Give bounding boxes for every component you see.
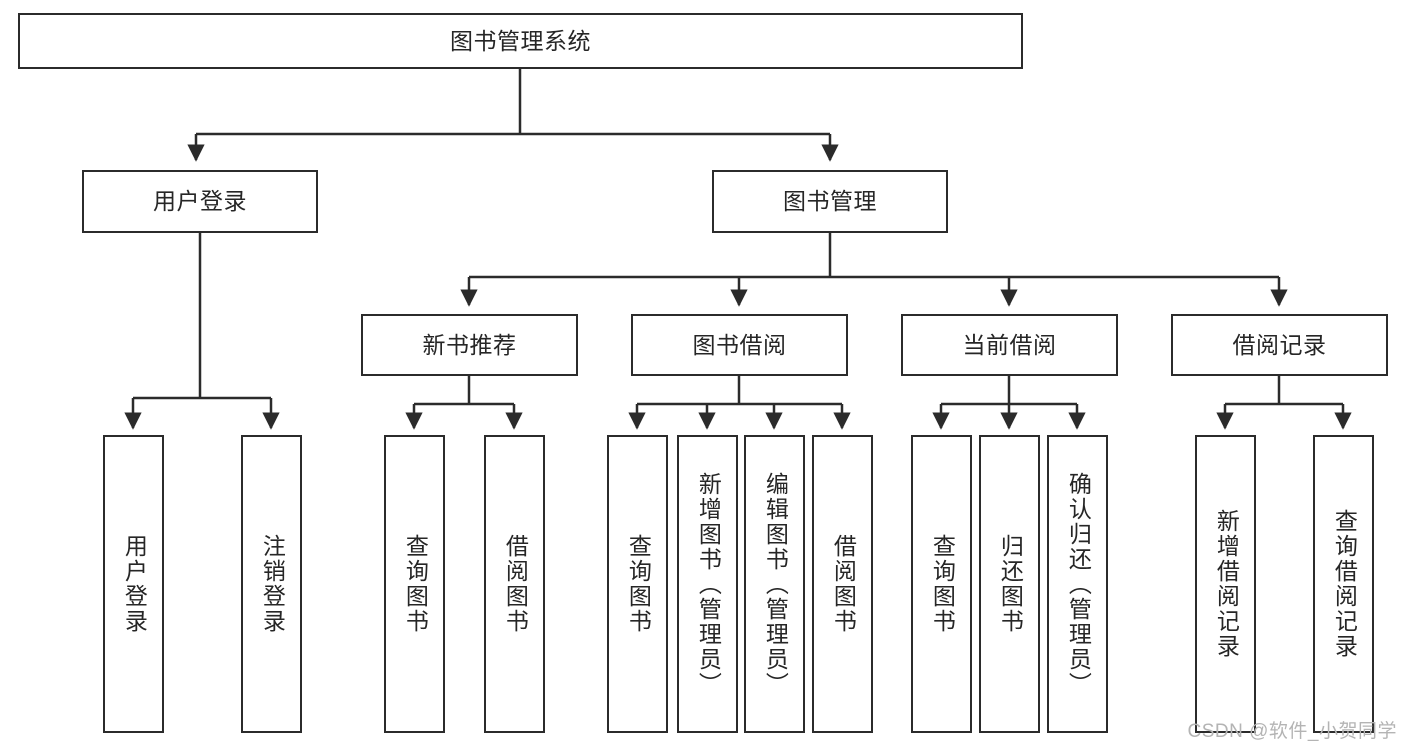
leaf-recommend-query-book[interactable]: 查询图书 xyxy=(384,435,445,733)
leaf-record-query-record[interactable]: 查询借阅记录 xyxy=(1313,435,1374,733)
node-label: 当前借阅 xyxy=(962,331,1057,358)
node-label: 查询图书 xyxy=(402,534,429,634)
node-current-borrow[interactable]: 当前借阅 xyxy=(901,314,1118,376)
node-label: 编辑图书（管理员） xyxy=(762,471,789,697)
node-label: 查询借阅记录 xyxy=(1331,509,1358,659)
node-new-book-recommend[interactable]: 新书推荐 xyxy=(361,314,578,376)
leaf-current-confirm-return-admin[interactable]: 确认归还（管理员） xyxy=(1047,435,1108,733)
leaf-user-login-login[interactable]: 用户登录 xyxy=(103,435,164,733)
node-book-management[interactable]: 图书管理 xyxy=(712,170,948,233)
leaf-current-query-book[interactable]: 查询图书 xyxy=(911,435,972,733)
leaf-borrow-add-book-admin[interactable]: 新增图书（管理员） xyxy=(677,435,738,733)
node-user-login[interactable]: 用户登录 xyxy=(82,170,318,233)
leaf-current-return-book[interactable]: 归还图书 xyxy=(979,435,1040,733)
node-root-system[interactable]: 图书管理系统 xyxy=(18,13,1023,69)
leaf-borrow-borrow-book[interactable]: 借阅图书 xyxy=(812,435,873,733)
node-label: 归还图书 xyxy=(997,534,1024,634)
node-book-borrow[interactable]: 图书借阅 xyxy=(631,314,848,376)
leaf-record-add-record[interactable]: 新增借阅记录 xyxy=(1195,435,1256,733)
node-label: 借阅图书 xyxy=(502,534,529,634)
node-label: 用户登录 xyxy=(121,534,148,634)
node-label: 新增借阅记录 xyxy=(1213,509,1240,659)
node-label: 用户登录 xyxy=(153,188,247,215)
node-label: 查询图书 xyxy=(929,534,956,634)
node-label: 借阅记录 xyxy=(1232,331,1327,358)
node-label: 新增图书（管理员） xyxy=(695,471,722,697)
leaf-borrow-edit-book-admin[interactable]: 编辑图书（管理员） xyxy=(744,435,805,733)
leaf-borrow-query-book[interactable]: 查询图书 xyxy=(607,435,668,733)
leaf-user-login-logout[interactable]: 注销登录 xyxy=(241,435,302,733)
node-label: 借阅图书 xyxy=(830,534,857,634)
node-borrow-record[interactable]: 借阅记录 xyxy=(1171,314,1388,376)
node-label: 图书管理 xyxy=(783,188,877,215)
watermark-text: CSDN @软件_小贺同学 xyxy=(1187,721,1397,742)
leaf-recommend-borrow-book[interactable]: 借阅图书 xyxy=(484,435,545,733)
node-label: 注销登录 xyxy=(259,534,286,634)
node-label: 确认归还（管理员） xyxy=(1065,471,1092,697)
node-label: 新书推荐 xyxy=(422,331,517,358)
node-label: 图书管理系统 xyxy=(450,27,591,54)
node-label: 图书借阅 xyxy=(692,331,787,358)
node-label: 查询图书 xyxy=(625,534,652,634)
